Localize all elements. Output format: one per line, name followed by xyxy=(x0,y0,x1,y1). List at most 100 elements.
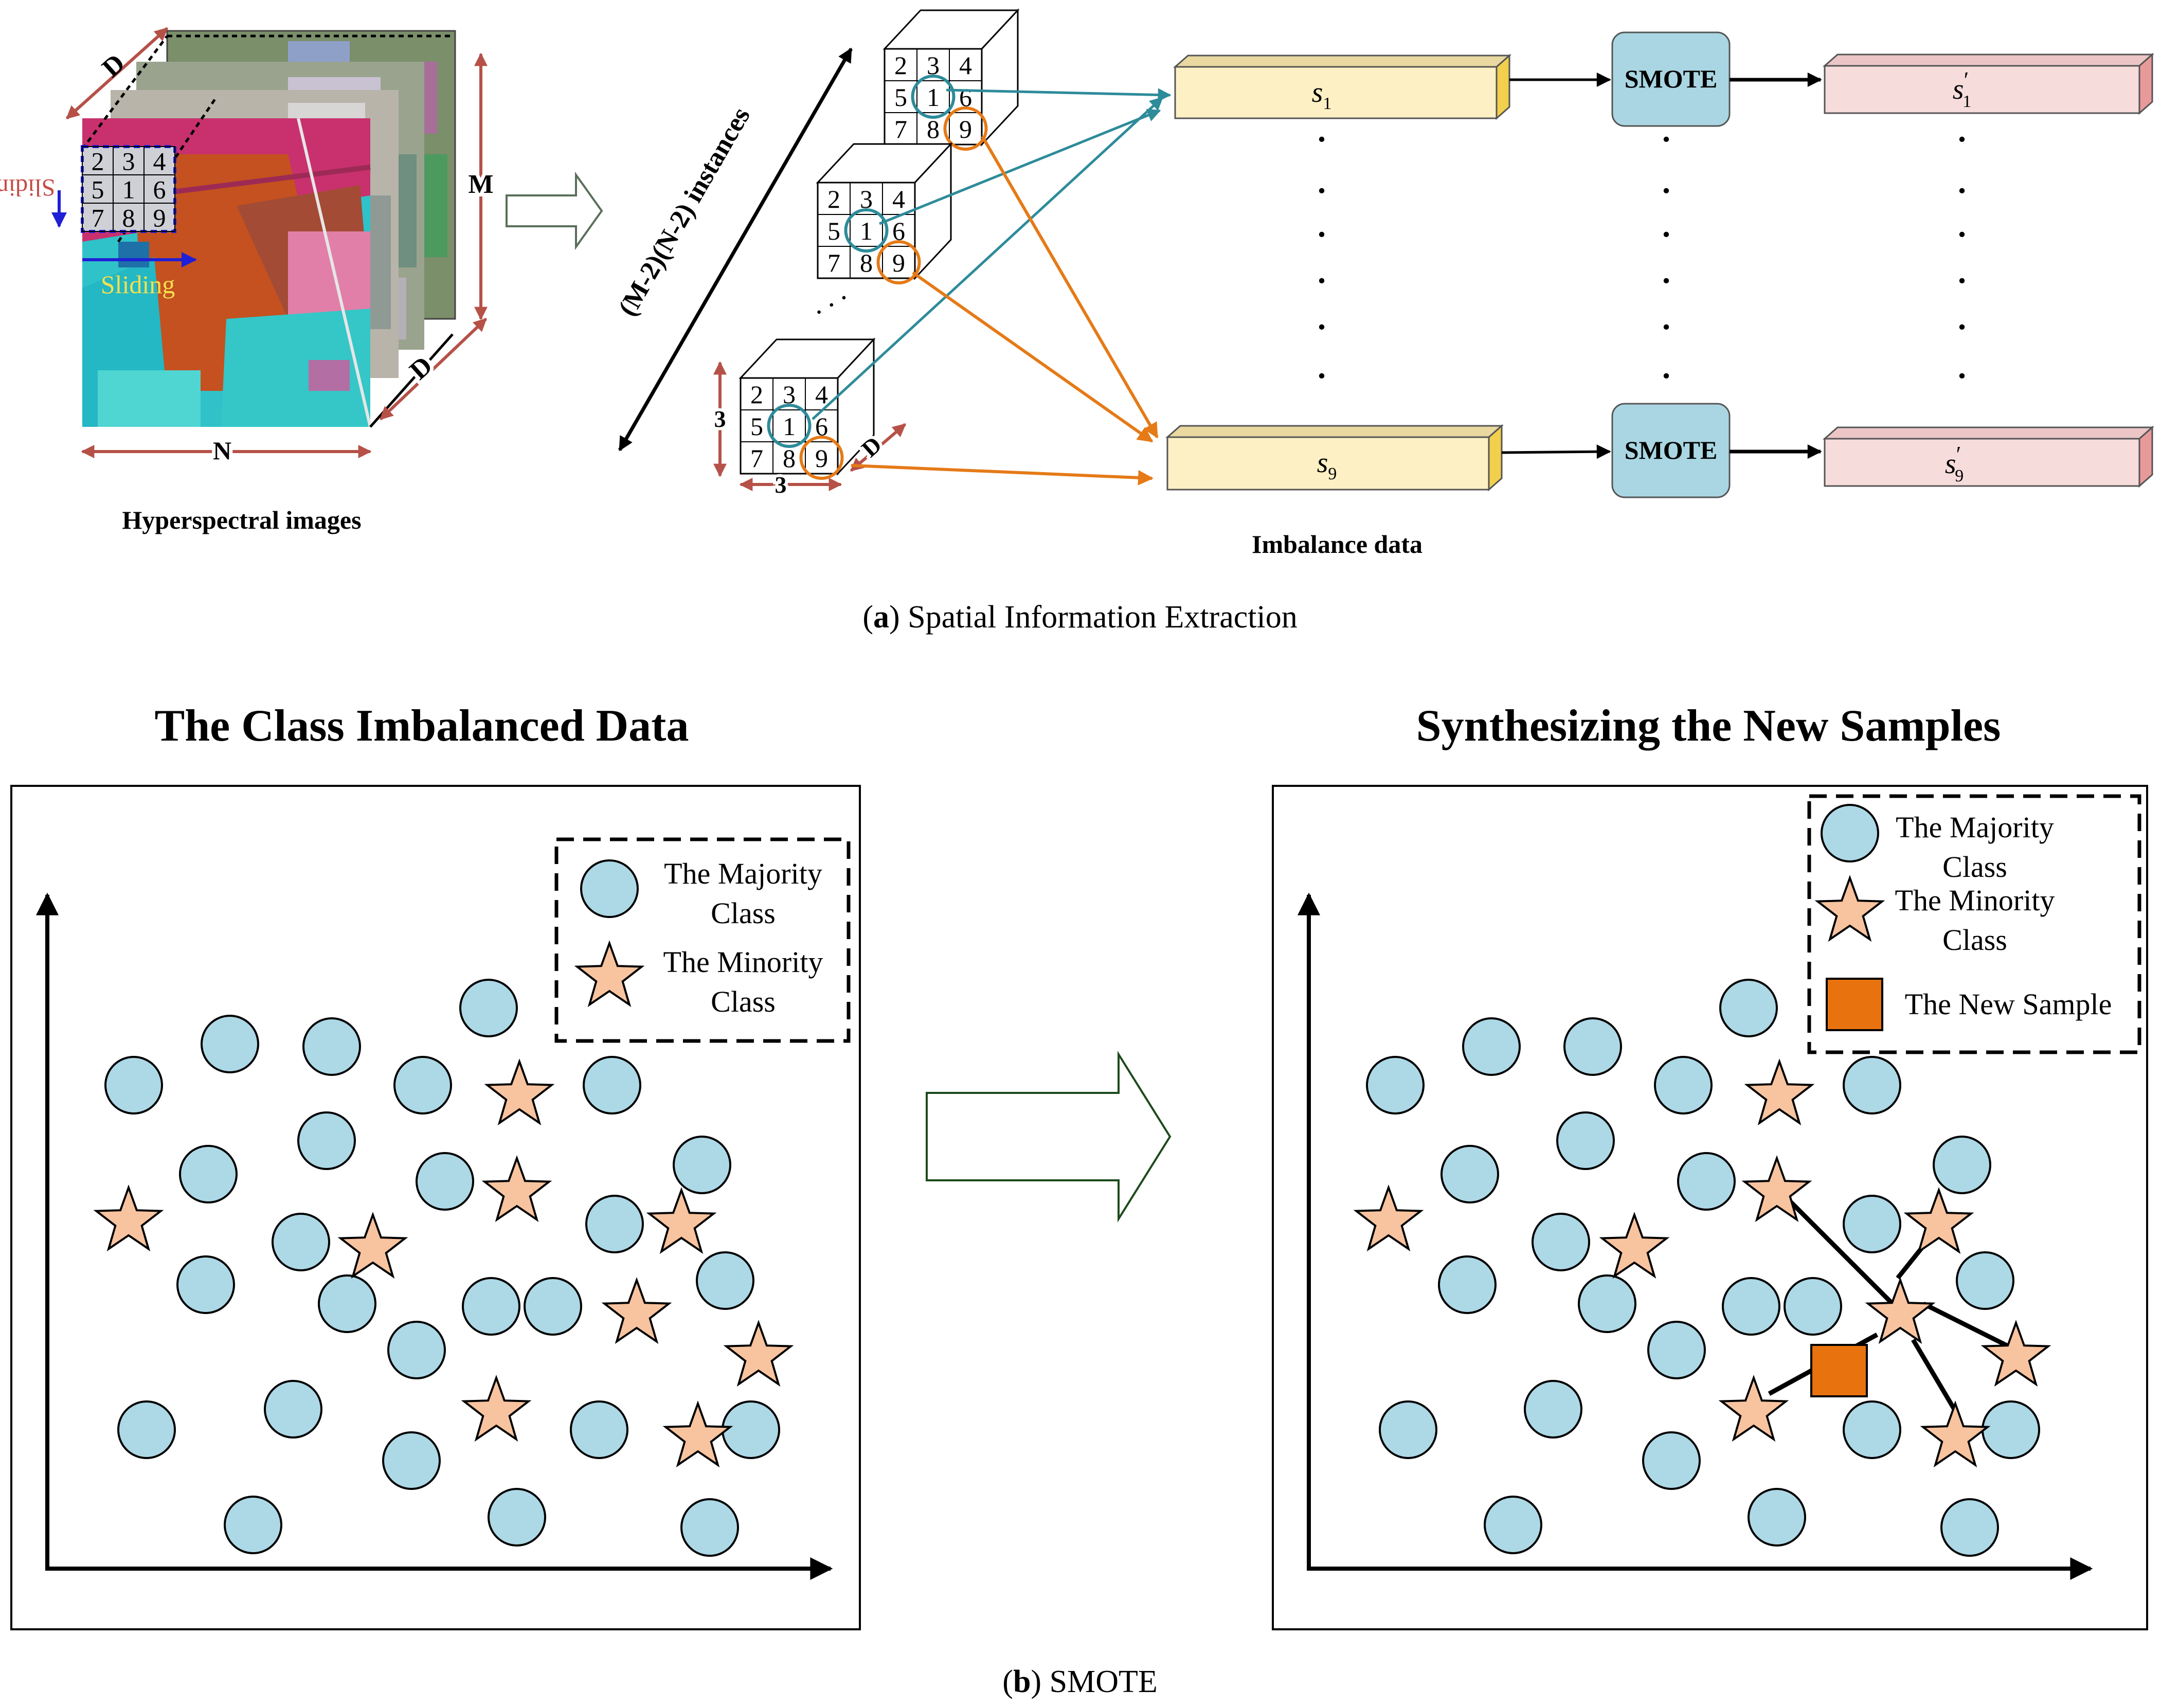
left-minority-point xyxy=(662,1400,733,1468)
caption-a-text: Spatial Information Extraction xyxy=(908,600,1298,635)
cube-cell: 4 xyxy=(815,380,828,409)
vertical-dot: . xyxy=(1958,254,1966,290)
connection-lines xyxy=(812,88,1172,486)
vertical-dot: . xyxy=(1318,300,1326,336)
label-instances: (M-2)(N-2) instances xyxy=(613,102,756,321)
right-majority-point xyxy=(1719,979,1778,1037)
label-sliding-horizontal: Sliding xyxy=(101,270,175,299)
right-minority-point xyxy=(1599,1212,1670,1279)
legend-minority-label-line2: Class xyxy=(1942,923,2007,957)
right-majority-point xyxy=(1677,1152,1736,1211)
right-majority-point xyxy=(1956,1251,2014,1310)
left-minority-point xyxy=(461,1375,532,1442)
left-majority-point xyxy=(722,1400,780,1459)
right-majority-point xyxy=(1438,1255,1497,1314)
right-majority-point xyxy=(1462,1017,1521,1076)
right-minority-point xyxy=(1903,1187,1974,1254)
caption-b-text: SMOTE xyxy=(1050,1664,1158,1699)
right-majority-point xyxy=(1722,1277,1780,1336)
cube-cell: 8 xyxy=(860,248,873,277)
left-minority-point xyxy=(337,1212,408,1279)
vertical-dot: . xyxy=(1662,349,1670,385)
right-majority-point xyxy=(1654,1056,1713,1114)
left-majority-point xyxy=(318,1274,376,1333)
cube-cell: 5 xyxy=(750,412,763,441)
smote-box-2-label: SMOTE xyxy=(1625,436,1718,464)
left-minority-point xyxy=(723,1320,794,1387)
cube-cell: 8 xyxy=(783,444,796,473)
right-minority-point xyxy=(1353,1184,1424,1252)
bar-s1-prime-label: s xyxy=(1953,74,1964,105)
cube-cell: 7 xyxy=(827,248,840,277)
left-majority-point xyxy=(393,1056,452,1114)
vertical-dot: . xyxy=(1318,112,1326,149)
cube-cell: 7 xyxy=(750,444,763,473)
smote-box-2: SMOTE xyxy=(1611,403,1731,498)
bar-s1-prime-subscript: 1 xyxy=(1962,92,1971,111)
cube-cell: 9 xyxy=(959,115,972,143)
right-majority-point xyxy=(1940,1498,1999,1557)
center-pixel-circle xyxy=(911,75,956,119)
right-majority-point xyxy=(1440,1145,1499,1203)
right-majority-point xyxy=(1524,1380,1582,1439)
vertical-dot-columns: .................. xyxy=(1318,112,1966,385)
hsi-grid-cell: 5 xyxy=(92,175,104,204)
left-minority-point xyxy=(646,1187,717,1254)
hsi-grid-cell: 9 xyxy=(153,204,166,232)
cube-cell: 9 xyxy=(815,444,828,473)
vertical-dot: . xyxy=(1958,349,1966,385)
right-majority-point xyxy=(1379,1400,1437,1459)
cube-cell: 4 xyxy=(892,185,905,213)
legend-majority-label-line2: Class xyxy=(711,896,776,930)
vertical-dot: . xyxy=(1318,254,1326,290)
right-majority-point xyxy=(1647,1321,1706,1379)
center-pixel-circle xyxy=(767,404,812,448)
svg-text:s′9: s′9 xyxy=(1945,442,1964,486)
caption-b-letter: b xyxy=(1013,1664,1031,1699)
bar-s9-prime-mark: ′ xyxy=(1956,442,1961,467)
left-majority-point xyxy=(382,1431,441,1490)
bar-s1-subscript: 1 xyxy=(1323,94,1331,113)
hsi-grid-cell: 3 xyxy=(122,147,135,176)
bar-s9: s9 xyxy=(1165,424,1504,492)
cube-dim-3-vertical: 3 xyxy=(714,406,726,432)
legend-majority-marker xyxy=(580,859,639,918)
right-majority-point xyxy=(1843,1056,1901,1114)
svg-text:s′1: s′1 xyxy=(1953,67,1971,111)
instances-arrow xyxy=(618,47,853,452)
left-majority-point xyxy=(297,1111,356,1170)
left-majority-point xyxy=(416,1152,474,1211)
left-majority-point xyxy=(176,1255,235,1314)
smote-box-1-label: SMOTE xyxy=(1625,64,1718,93)
bar-s1-prime: s′1 xyxy=(1823,52,2154,115)
right-majority-point xyxy=(1366,1056,1425,1114)
bar-s1: s1 xyxy=(1173,53,1511,120)
vertical-dot: . xyxy=(1318,164,1326,200)
right-majority-point xyxy=(1563,1017,1622,1076)
legend-minority-marker xyxy=(1814,875,1885,942)
bar-s9-subscript: 9 xyxy=(1328,464,1337,483)
right-legend: The Majority Class The Minority Class Th… xyxy=(1807,794,2141,1054)
cube-dim-3-horizontal: 3 xyxy=(775,472,787,498)
vertical-dot: . xyxy=(1662,164,1670,200)
bar-s1-prime-mark: ′ xyxy=(1964,67,1969,93)
right-majority-point xyxy=(1748,1488,1806,1547)
label-n: N xyxy=(213,436,231,465)
legend-minority-label-line1: The Minority xyxy=(1895,884,2055,917)
left-majority-point xyxy=(583,1056,641,1114)
svg-text:s1: s1 xyxy=(1312,77,1332,113)
bar-s9-label: s xyxy=(1317,447,1328,479)
cube-cell: 1 xyxy=(783,412,796,441)
legend-minority-marker xyxy=(574,940,645,1008)
cube-cell: 7 xyxy=(894,115,907,143)
right-title: Synthesizing the New Samples xyxy=(1416,701,2001,751)
neighbor-pixel-circle xyxy=(943,106,988,151)
vertical-dot: . xyxy=(1958,164,1966,200)
panel-b: The Class Imbalanced Data Synthesizing t… xyxy=(10,701,2148,1699)
legend-minority-label-line1: The Minority xyxy=(663,945,823,979)
